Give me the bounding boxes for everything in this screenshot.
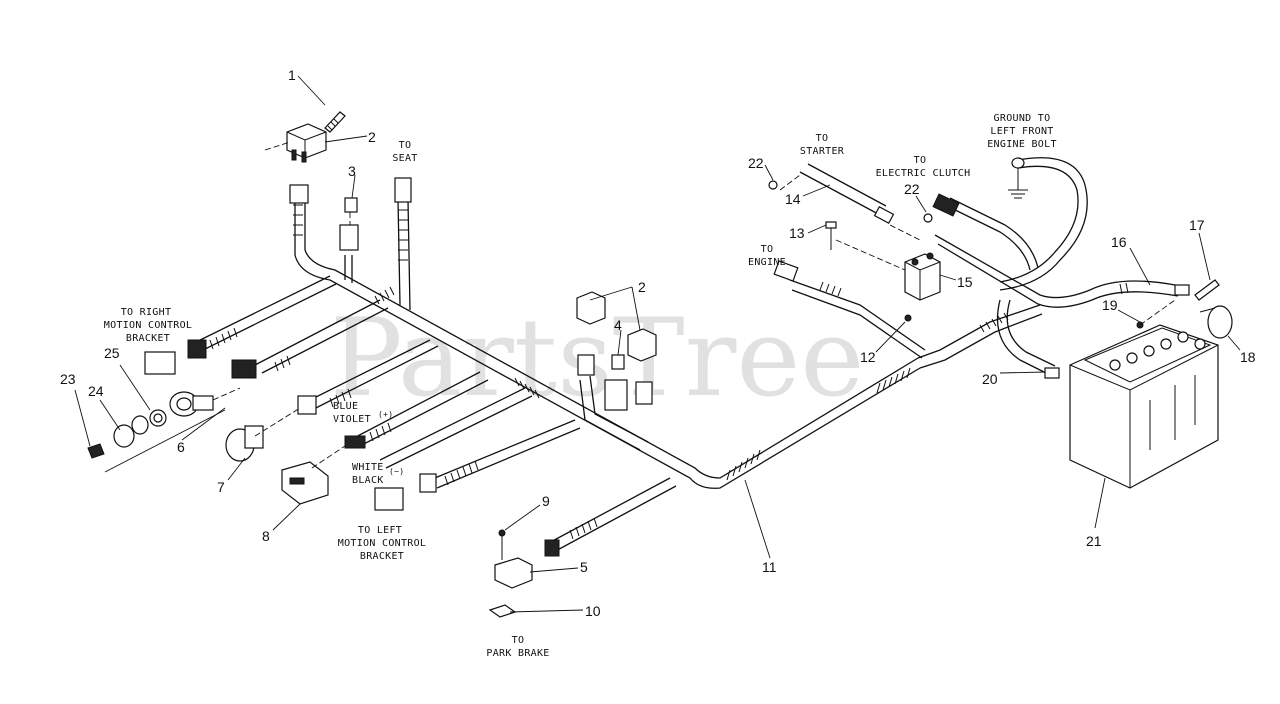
callout-24: 24 [88,383,104,399]
leader-lines [74,75,1241,613]
label-clutch-1: TO [914,155,927,166]
clutch-connector [932,193,960,217]
callout-6: 6 [177,439,185,455]
connector-g [297,395,317,415]
part-6-key-switch [169,391,214,417]
label-left-motion-1: TO LEFT [358,525,402,536]
callout-9: 9 [542,493,550,509]
callout-18: 18 [1240,349,1256,365]
seat-connector [394,177,412,203]
callout-5: 5 [580,559,588,575]
label-park-brake-1: TO [512,635,525,646]
label-to-seat-1: TO [399,140,412,151]
part-1-screw [324,111,346,133]
part-2-relay-pair [576,291,657,362]
callout-21: 21 [1086,533,1102,549]
callout-22: 22 [748,155,764,171]
ground-terminal [1008,157,1028,199]
label-white: WHITE [352,462,384,473]
callout-17: 17 [1189,217,1205,233]
label-right-motion-1: TO RIGHT [121,307,172,318]
label-right-motion-2: MOTION CONTROL [104,320,193,331]
part-4-fuse [611,354,625,370]
part-22-nut [768,180,778,190]
callout-11: 11 [762,559,777,575]
label-blue: BLUE [333,401,358,412]
label-to-starter-1: TO [816,133,829,144]
part-17-bolt [1194,279,1220,301]
callout-19: 19 [1102,297,1118,313]
part-20-terminal [1044,367,1060,379]
label-ground-1: GROUND TO [994,113,1051,124]
text-labels: TO SEAT TO STARTER TO ELECTRIC CLUTCH GR… [104,113,1057,659]
connector-i [419,473,437,493]
part-14-cable-end [873,206,895,224]
callout-16: 16 [1111,234,1127,250]
label-right-motion-3: BRACKET [126,333,170,344]
label-violet: VIOLET [333,414,371,425]
part-18-cover [1199,305,1233,339]
connector-f [231,359,257,379]
part-5-park-brake-switch [494,539,560,589]
connector-b [339,224,359,251]
part-9-screw [498,529,506,560]
label-black: BLACK [352,475,384,486]
engine-connector [773,260,799,282]
part-10-bracket [488,604,517,618]
part-15-solenoid [904,252,941,301]
callout-2: 2 [368,129,376,145]
part-25-nut [149,409,167,427]
part-16-terminal [1174,284,1190,296]
right-motion-switch [144,339,207,375]
callout-25: 25 [104,345,120,361]
callout-7: 7 [217,479,225,495]
callout-22-b: 22 [904,181,920,197]
label-left-motion-2: MOTION CONTROL [338,538,427,549]
callout-14: 14 [785,191,801,207]
callout-2-b: 2 [638,279,646,295]
label-to-seat-2: SEAT [392,153,417,164]
label-engine-2: ENGINE [748,257,786,268]
callout-13: 13 [789,225,805,241]
connector-h [344,435,366,449]
callout-20: 20 [982,371,998,387]
alignment-lines [212,141,1176,469]
connector-a [289,184,309,204]
label-to-starter-2: STARTER [800,146,845,157]
callout-3: 3 [348,163,356,179]
callout-23: 23 [60,371,76,387]
callout-15: 15 [957,274,973,290]
callout-4: 4 [614,317,622,333]
part-23-key [87,424,135,459]
part-13-bolt [825,221,837,250]
label-clutch-2: ELECTRIC CLUTCH [876,168,971,179]
callout-12: 12 [860,349,876,365]
callout-10: 10 [585,603,601,619]
connector-e [635,381,653,405]
label-ground-3: ENGINE BOLT [987,139,1057,150]
label-ground-2: LEFT FRONT [990,126,1053,137]
label-park-brake-2: PARK BRAKE [486,648,549,659]
part-22-nut-b [923,213,933,223]
label-left-motion-3: BRACKET [360,551,404,562]
connector-c [577,354,595,376]
part-7-light [225,425,264,462]
part-3-fuse [344,197,358,213]
callout-1: 1 [288,67,296,83]
label-plus: (+) [378,410,393,419]
part-21-battery [1069,324,1219,489]
part-2-relay [286,123,327,163]
callout-numbers: 1 2 3 4 5 6 7 8 9 10 11 12 13 14 15 16 1… [60,67,1256,619]
connector-d [604,379,628,411]
part-12-nut [904,314,912,322]
label-minus: (−) [389,467,404,476]
label-engine-1: TO [761,244,774,255]
left-motion-switch [374,487,404,511]
main-harness [189,157,1179,555]
callout-8: 8 [262,528,270,544]
part-8-hour-meter [281,461,329,505]
part-24-bezel [131,415,149,435]
